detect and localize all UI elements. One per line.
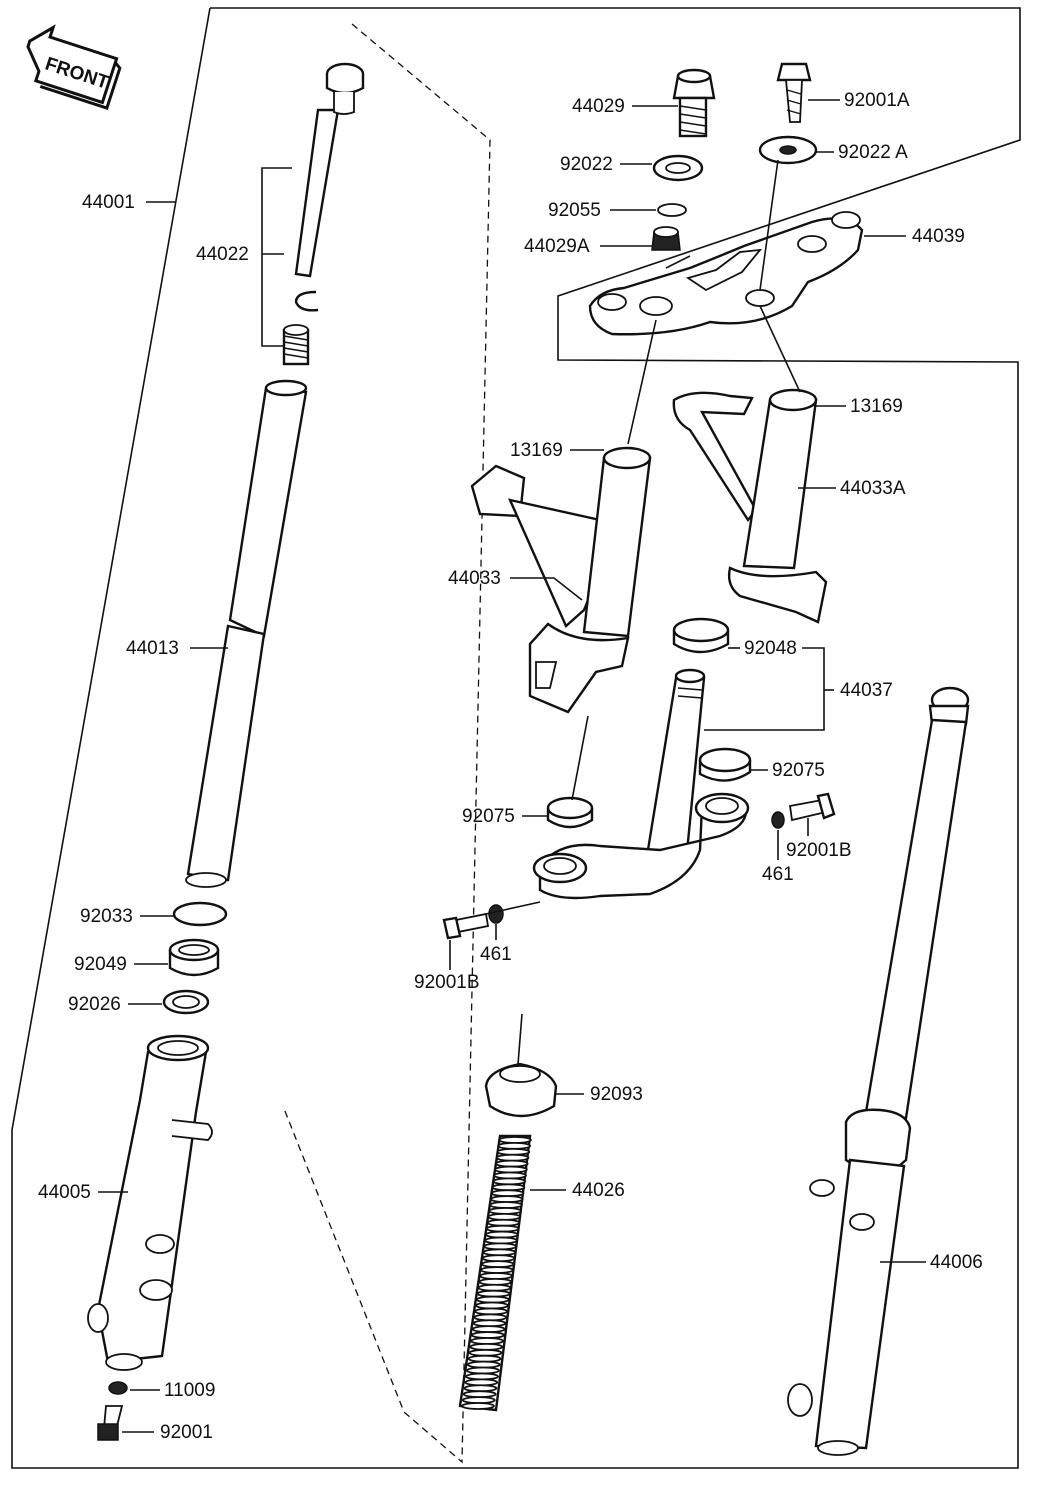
- cap-bolt-44029: [672, 68, 716, 138]
- label-44039: 44039: [912, 226, 965, 247]
- o-ring-92055: [657, 203, 687, 217]
- label-92033: 92033: [80, 906, 133, 927]
- label-44029: 44029: [572, 96, 625, 117]
- label-92001B-right: 92001B: [786, 840, 852, 861]
- label-92022: 92022: [560, 154, 613, 175]
- label-44026: 44026: [572, 1180, 625, 1201]
- bolt-92001A: [776, 62, 812, 123]
- pinch-bolt-92001B-left: [442, 912, 490, 940]
- washer-461-left: [488, 904, 504, 924]
- bearing-92075-left: [546, 796, 594, 829]
- label-92075-left: 92075: [462, 806, 515, 827]
- dashed-outline: [282, 23, 491, 1464]
- label-461-right: 461: [762, 864, 794, 885]
- headlight-bracket-44033: [470, 446, 652, 714]
- label-92055: 92055: [548, 200, 601, 221]
- spring-seat-cap-92093: [484, 1062, 558, 1118]
- label-44022: 44022: [196, 244, 249, 265]
- label-44013: 44013: [126, 638, 179, 659]
- front-arrow-badge: FRONT: [26, 24, 122, 111]
- label-44029A: 44029A: [524, 236, 590, 257]
- label-92001A: 92001A: [844, 90, 910, 111]
- washer-92022A: [758, 135, 818, 165]
- bearing-92048: [672, 617, 730, 654]
- assembly-axis-lines: [485, 159, 801, 1065]
- label-92075-right: 92075: [772, 760, 825, 781]
- fork-leg-44006: [787, 686, 970, 1456]
- drain-bolt-92001: [97, 1405, 124, 1441]
- diagram-frame: [11, 7, 1021, 1469]
- washer-92026: [162, 989, 210, 1015]
- label-44033A: 44033A: [840, 478, 906, 499]
- leader-lines: [98, 99, 926, 1433]
- small-spring: [282, 324, 310, 366]
- label-44037: 44037: [840, 680, 893, 701]
- fork-spring-44026: [458, 1134, 532, 1412]
- fork-top-bolt-44022: [294, 62, 365, 278]
- label-92093: 92093: [590, 1084, 643, 1105]
- headlight-bracket-44033A: [672, 388, 828, 624]
- steering-stem-44037: [532, 668, 750, 900]
- circlip: [294, 290, 319, 312]
- label-92001B-left: 92001B: [414, 972, 480, 993]
- washer-461-right: [771, 811, 785, 829]
- label-44001: 44001: [82, 192, 135, 213]
- inner-fork-tube-44013: [185, 379, 308, 888]
- label-461-left: 461: [480, 944, 512, 965]
- label-44005: 44005: [38, 1182, 91, 1203]
- label-92049: 92049: [74, 954, 127, 975]
- label-92048: 92048: [744, 638, 797, 659]
- washer-92022: [652, 154, 704, 182]
- outer-fork-tube-44005: [87, 1034, 213, 1371]
- part-number-labels: 44001 44022 44013 92033 92049 92026 4400…: [38, 90, 983, 1443]
- label-92001: 92001: [160, 1422, 213, 1443]
- pinch-bolt-92001B-right: [788, 792, 836, 822]
- upper-triple-clamp-44039: [588, 211, 864, 336]
- oil-seal-92049: [168, 938, 220, 977]
- bearing-92075-right: [698, 747, 752, 782]
- spring-coil: [461, 1402, 495, 1410]
- circlip-92033: [172, 901, 228, 927]
- nut-44029A: [651, 226, 681, 251]
- label-92026: 92026: [68, 994, 121, 1015]
- label-13169-right: 13169: [850, 396, 903, 417]
- label-44006: 44006: [930, 1252, 983, 1273]
- label-92022A: 92022 A: [838, 142, 908, 163]
- label-13169-left: 13169: [510, 440, 563, 461]
- gasket-11009: [108, 1381, 128, 1395]
- label-44033: 44033: [448, 568, 501, 589]
- label-11009: 11009: [164, 1380, 215, 1401]
